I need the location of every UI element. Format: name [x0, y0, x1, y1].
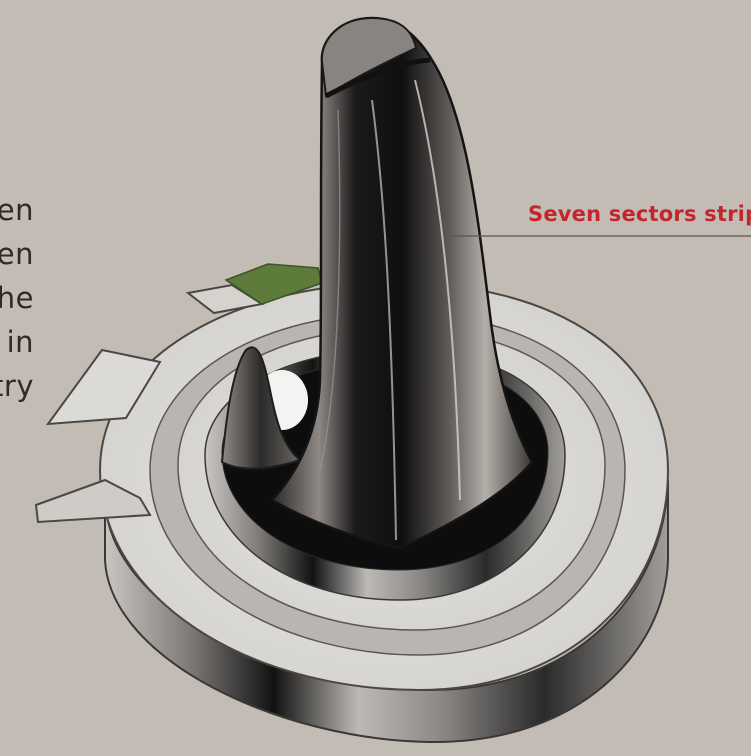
side-text-line: he — [0, 276, 34, 320]
callout-label: Seven sectors strip — [528, 202, 751, 226]
side-text-block: en en he in try — [0, 188, 38, 418]
side-text-line: try — [0, 364, 34, 408]
side-text-line: in — [7, 320, 34, 364]
side-text-line: en — [0, 188, 34, 232]
side-text-line: en — [0, 232, 34, 276]
